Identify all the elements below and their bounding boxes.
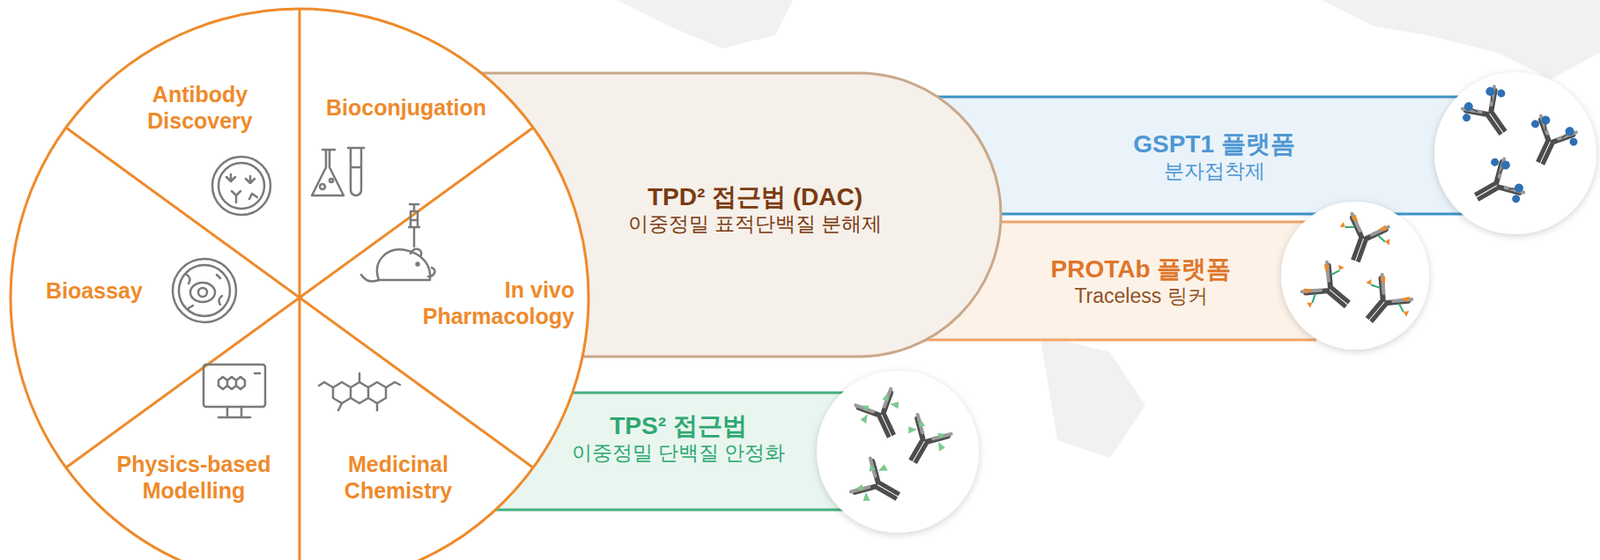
node-subtitle: 분자접착제 bbox=[1081, 159, 1347, 185]
node-title: Physics-based Modelling bbox=[101, 451, 287, 504]
wheel-icons bbox=[172, 148, 435, 418]
antibody-glyph bbox=[1456, 81, 1525, 148]
capability-wheel bbox=[10, 8, 589, 560]
node-title: Antibody Discovery bbox=[133, 81, 267, 134]
antibody-glyph bbox=[1348, 269, 1418, 338]
wheel-segment: Bioconjugation bbox=[300, 94, 512, 121]
wheel-segment: Physics-based Modelling bbox=[101, 451, 287, 504]
antibody-glyph bbox=[1296, 256, 1365, 326]
antibody-glyph bbox=[1330, 210, 1395, 271]
node-title: Bioconjugation bbox=[300, 94, 512, 121]
platform-band: GSPT1 플랫폼분자접착제 bbox=[1081, 129, 1347, 184]
wheel-segment: In vivo Pharmacology bbox=[398, 276, 575, 330]
tps-antibody-icon bbox=[816, 370, 979, 534]
node-title: Bioassay bbox=[32, 277, 156, 304]
node-title: GSPT1 플랫폼 bbox=[1081, 129, 1347, 160]
node-title: TPS² 접근법 bbox=[537, 411, 820, 442]
node-subtitle: 이중정밀 단백질 안정화 bbox=[537, 441, 820, 467]
node-subtitle: 이중정밀 표적단백질 분해제 bbox=[587, 212, 923, 238]
wheel-segment: Medicinal Chemistry bbox=[327, 451, 469, 504]
antibody-glyph bbox=[1464, 152, 1530, 219]
monitor-icon bbox=[203, 364, 266, 418]
wheel-segment: Bioassay bbox=[32, 277, 156, 304]
antibody-glyph bbox=[853, 388, 911, 446]
antibody-glyph bbox=[1517, 111, 1583, 174]
node-title: In vivo Pharmacology bbox=[398, 276, 575, 330]
antibody-glyph bbox=[850, 457, 909, 516]
platform-band: PROTAb 플랫폼Traceless 링커 bbox=[1008, 254, 1274, 309]
cell-icon bbox=[172, 259, 237, 323]
node-title: TPD² 접근법 (DAC) bbox=[587, 182, 923, 213]
flask-icon bbox=[311, 148, 364, 196]
molecule-icon bbox=[318, 373, 400, 411]
protab-antibody-icon bbox=[1281, 201, 1430, 350]
wheel-segment: Antibody Discovery bbox=[133, 81, 267, 134]
gspt1-antibody-icon bbox=[1434, 72, 1597, 235]
mouse-icon bbox=[361, 204, 435, 282]
node-subtitle: Traceless 링커 bbox=[1008, 284, 1274, 310]
antibody-symbols bbox=[850, 81, 1583, 516]
node-title: PROTAb 플랫폼 bbox=[1008, 254, 1274, 285]
approach-band: TPS² 접근법이중정밀 단백질 안정화 bbox=[537, 411, 820, 466]
antibody-glyph bbox=[894, 414, 953, 473]
approach-pill: TPD² 접근법 (DAC)이중정밀 표적단백질 분해제 bbox=[587, 182, 923, 237]
petri-dish-icon bbox=[212, 156, 271, 215]
node-title: Medicinal Chemistry bbox=[327, 451, 469, 504]
